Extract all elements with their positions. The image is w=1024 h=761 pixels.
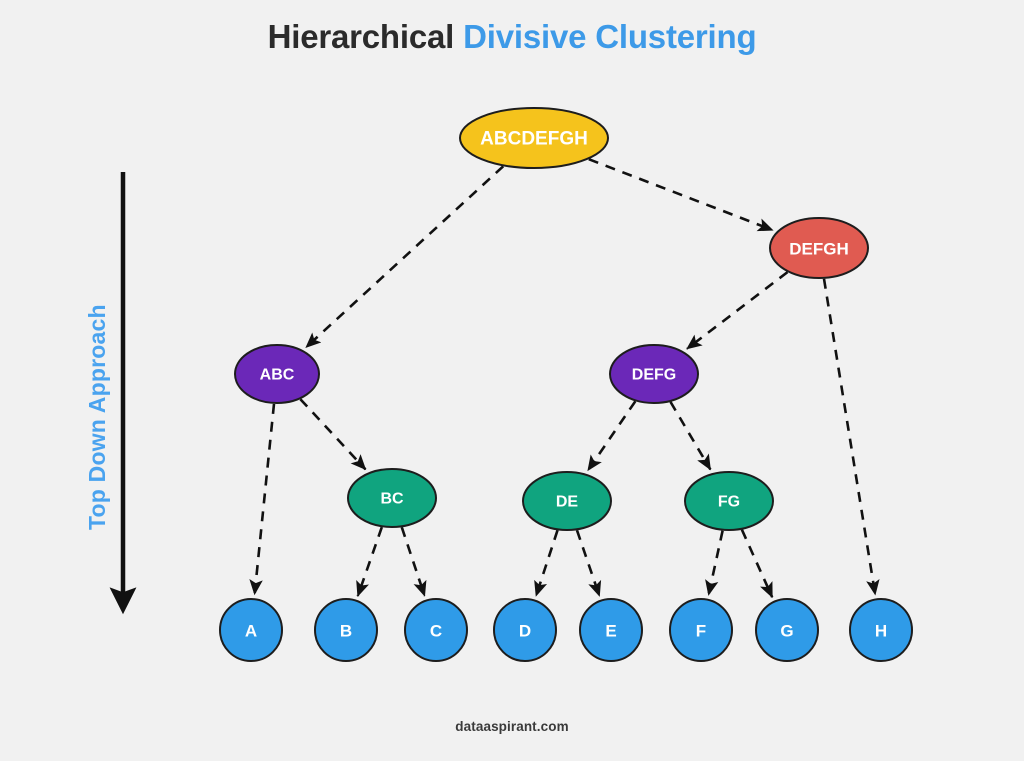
edge-bc-to-b: [356, 526, 384, 597]
node-shape-abcdefgh: [459, 107, 609, 169]
edge-defg-to-fg: [669, 401, 712, 471]
cluster-node-f[interactable]: F: [669, 598, 733, 662]
cluster-node-h[interactable]: H: [849, 598, 913, 662]
cluster-node-defgh[interactable]: DEFGH: [769, 217, 869, 279]
cluster-node-abcdefgh[interactable]: ABCDEFGH: [459, 107, 609, 169]
footer-watermark: dataaspirant.com: [455, 719, 569, 734]
edge-abcdefgh-to-abc: [305, 165, 505, 349]
node-shape-defg: [609, 344, 699, 404]
node-shape-h: [849, 598, 913, 662]
cluster-node-e[interactable]: E: [579, 598, 643, 662]
node-shape-a: [219, 598, 283, 662]
page-title: Hierarchical Divisive Clustering: [0, 18, 1024, 56]
cluster-node-de[interactable]: DE: [522, 471, 612, 531]
edge-defgh-to-defg: [686, 271, 789, 350]
edge-abc-to-a: [249, 403, 276, 596]
node-shape-de: [522, 471, 612, 531]
node-shape-f: [669, 598, 733, 662]
page-title-part2: Divisive Clustering: [463, 18, 757, 55]
edge-fg-to-f: [705, 530, 724, 596]
node-shape-abc: [234, 344, 320, 404]
cluster-node-abc[interactable]: ABC: [234, 344, 320, 404]
cluster-node-fg[interactable]: FG: [684, 471, 774, 531]
cluster-node-bc[interactable]: BC: [347, 468, 437, 528]
edges-group: [249, 157, 880, 599]
cluster-node-a[interactable]: A: [219, 598, 283, 662]
cluster-node-defg[interactable]: DEFG: [609, 344, 699, 404]
edge-fg-to-g: [740, 529, 774, 599]
node-shape-d: [493, 598, 557, 662]
edge-defgh-to-h: [822, 278, 880, 596]
cluster-node-g[interactable]: G: [755, 598, 819, 662]
edge-de-to-d: [534, 529, 559, 597]
node-shape-b: [314, 598, 378, 662]
page-title-part1: Hierarchical: [267, 18, 455, 55]
node-shape-g: [755, 598, 819, 662]
edge-de-to-e: [575, 529, 602, 597]
node-shape-c: [404, 598, 468, 662]
node-shape-fg: [684, 471, 774, 531]
node-shape-e: [579, 598, 643, 662]
node-shape-bc: [347, 468, 437, 528]
edge-abcdefgh-to-defgh: [588, 157, 774, 232]
cluster-node-d[interactable]: D: [493, 598, 557, 662]
node-shape-defgh: [769, 217, 869, 279]
edge-abc-to-bc: [299, 398, 367, 471]
cluster-node-c[interactable]: C: [404, 598, 468, 662]
edge-bc-to-c: [400, 526, 427, 597]
edge-defg-to-de: [586, 400, 637, 472]
cluster-node-b[interactable]: B: [314, 598, 378, 662]
